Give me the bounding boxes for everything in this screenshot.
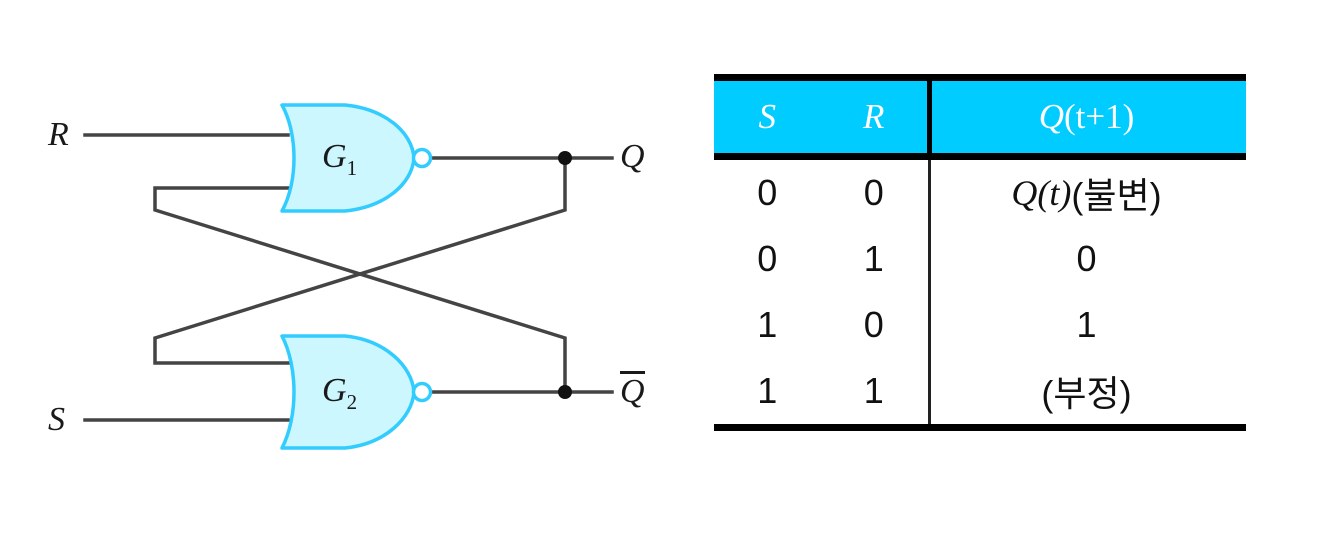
- table-header-q-next: Q(t+1): [1039, 97, 1135, 137]
- wire-crosscouple-q-to-g2: [153, 156, 567, 365]
- gate-g2-inversion-bubble-icon: [411, 381, 433, 403]
- table-row-inputs: 1 0: [714, 292, 927, 358]
- table-row-inputs: 0 1: [714, 226, 927, 292]
- table-rule-middle: [714, 153, 1246, 160]
- gate-g1-label-sub: 1: [346, 155, 358, 180]
- table-header-q-next-symbol: Q: [1038, 97, 1064, 136]
- gate-g1-inversion-bubble-icon: [411, 147, 433, 169]
- table-header-row: S R Q(t+1): [714, 81, 1246, 153]
- table-row: 0 1 0: [714, 226, 1246, 292]
- input-label-r: R: [48, 116, 69, 153]
- table-cell-s: 1: [757, 304, 778, 345]
- input-label-s: S: [48, 401, 65, 438]
- table-row: 1 0 1: [714, 292, 1246, 358]
- table-cell-q-next-italic: Q(t): [1011, 173, 1072, 213]
- sr-latch-circuit: [83, 103, 614, 450]
- gate-g2-label: G2: [322, 374, 357, 413]
- table-rule-bottom: [714, 424, 1246, 431]
- gate-g2-shape: [280, 334, 433, 450]
- table-cell-r: 1: [863, 370, 884, 411]
- truth-table: S R Q(t+1) 0 0 Q(t)(불변) 0 1: [714, 74, 1246, 431]
- table-header-col-r: R: [863, 97, 885, 136]
- table-header-inputs: S R: [714, 81, 927, 153]
- table-cell-s: 1: [757, 370, 778, 411]
- table-row: 0 0 Q(t)(불변): [714, 160, 1246, 226]
- table-header-col-s: S: [758, 97, 777, 136]
- table-row-inputs: 0 0: [714, 160, 927, 226]
- table-cell-q-next: (부정): [927, 358, 1246, 424]
- table-cell-q-next-rest: (부정): [1041, 373, 1132, 414]
- table-row-inputs: 1 1: [714, 358, 927, 424]
- output-label-qbar-text: Q: [620, 371, 645, 410]
- table-body: 0 0 Q(t)(불변) 0 1 0 1 0 1: [714, 160, 1246, 424]
- gate-g1-label: G1: [322, 140, 357, 179]
- wire-group: [83, 133, 614, 422]
- table-cell-q-next-rest: 1: [1076, 304, 1097, 345]
- gate-g2-label-sub: 2: [346, 389, 358, 414]
- table-row: 1 1 (부정): [714, 358, 1246, 424]
- table-header-q-next-suffix: (t+1): [1064, 97, 1135, 136]
- output-label-qbar: Q: [620, 371, 645, 409]
- junction-dot-qbar: [558, 385, 572, 399]
- table-cell-r: 0: [863, 172, 884, 213]
- junction-dot-q: [558, 151, 572, 165]
- gate-g1-body: [280, 103, 416, 213]
- table-cell-q-next: 1: [927, 292, 1246, 358]
- table-cell-r: 0: [863, 304, 884, 345]
- gate-g1-shape: [280, 103, 433, 213]
- table-header-divider: [927, 81, 932, 153]
- table-header-output: Q(t+1): [927, 81, 1246, 153]
- table-cell-s: 0: [757, 238, 778, 279]
- table-rule-top: [714, 74, 1246, 81]
- gate-g2-body: [280, 334, 416, 450]
- table-cell-s: 0: [757, 172, 778, 213]
- output-label-q: Q: [620, 138, 645, 175]
- table-cell-q-next-rest: (불변): [1071, 175, 1162, 216]
- table-cell-r: 1: [863, 238, 884, 279]
- table-cell-q-next-rest: 0: [1076, 238, 1097, 279]
- table-body-divider: [928, 160, 931, 424]
- gate-g2-label-text: G: [322, 372, 347, 409]
- gate-g1-label-text: G: [322, 138, 347, 175]
- table-cell-q-next: 0: [927, 226, 1246, 292]
- wire-crosscouple-qbar-to-g1: [153, 186, 567, 394]
- table-cell-q-next: Q(t)(불변): [927, 160, 1246, 226]
